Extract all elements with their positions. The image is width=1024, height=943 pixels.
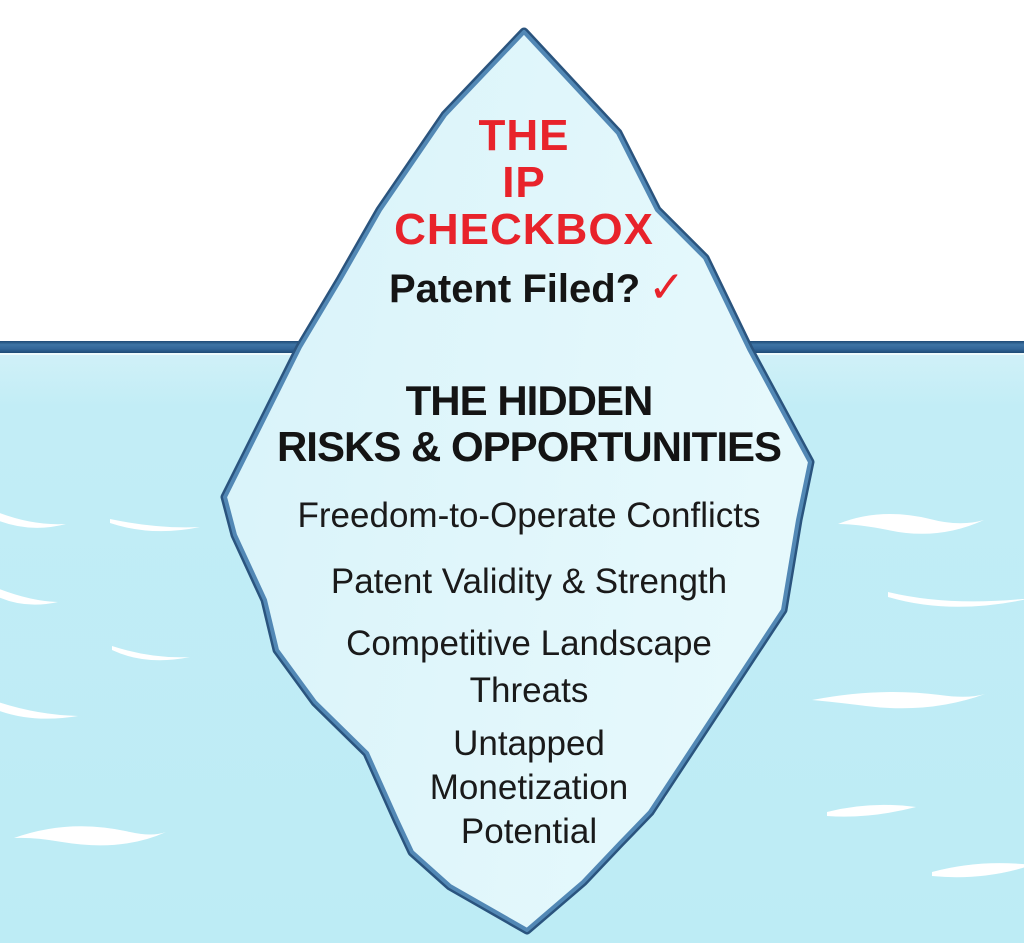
checkmark-icon: ✓ bbox=[648, 263, 686, 312]
wave-mark bbox=[110, 519, 200, 532]
tip-title-line3: CHECKBOX bbox=[394, 205, 654, 254]
hidden-item-freedom-to-operate: Freedom-to-Operate Conflicts bbox=[297, 496, 761, 535]
hidden-item-patent-validity: Patent Validity & Strength bbox=[330, 562, 728, 601]
wave-mark bbox=[838, 514, 984, 534]
hidden-heading-line1: THE HIDDEN bbox=[405, 377, 654, 424]
wave-mark bbox=[932, 863, 1024, 878]
wave-mark bbox=[888, 592, 1024, 607]
patent-filed-line: Patent Filed?✓ bbox=[388, 263, 686, 312]
hidden-item-competitive-landscape: Competitive Landscape Threats bbox=[346, 624, 712, 710]
wave-mark bbox=[827, 804, 916, 817]
hidden-heading: THE HIDDEN RISKS & OPPORTUNITIES bbox=[276, 377, 782, 470]
wave-mark bbox=[0, 589, 58, 605]
wave-mark bbox=[812, 691, 985, 709]
tip-title: THE IP CHECKBOX bbox=[394, 112, 654, 253]
hidden-item-untapped-monetization: Untapped Monetization Potential bbox=[429, 724, 629, 851]
wave-mark bbox=[14, 826, 166, 846]
tip-title-line1: THE bbox=[478, 111, 570, 160]
wave-marks-right bbox=[812, 514, 1024, 878]
wave-mark bbox=[112, 646, 190, 661]
wave-marks-left bbox=[0, 513, 200, 846]
wave-mark bbox=[0, 513, 66, 528]
wave-mark bbox=[0, 702, 78, 719]
tip-title-line2: IP bbox=[502, 158, 546, 207]
patent-filed-label: Patent Filed? bbox=[388, 267, 641, 311]
hidden-heading-line2: RISKS & OPPORTUNITIES bbox=[276, 423, 782, 470]
